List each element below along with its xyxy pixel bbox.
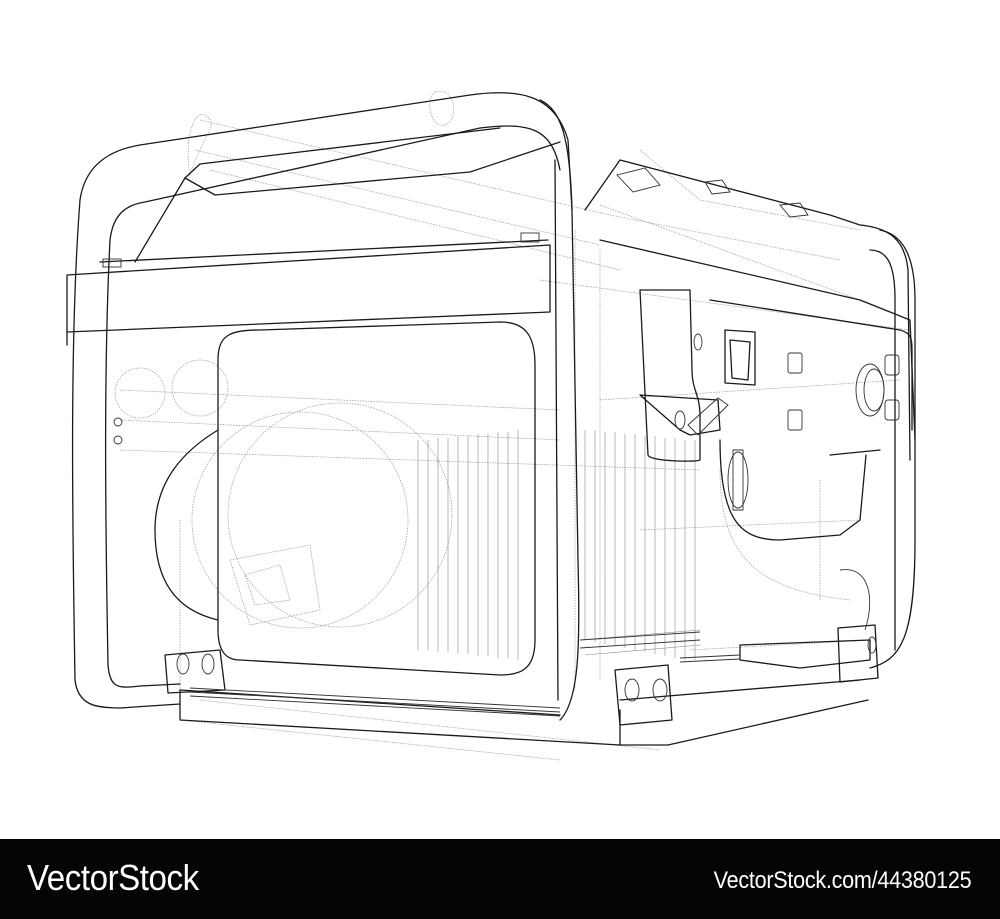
cooling-fins xyxy=(417,430,701,660)
controls-and-fasteners xyxy=(102,167,900,717)
brand-logo-text: VectorStock xyxy=(27,857,199,898)
generator-wireframe-illustration xyxy=(66,90,916,761)
generator-drawing xyxy=(66,90,916,761)
watermark-banner: VectorStock VectorStock.com/44380125 xyxy=(0,839,1000,919)
image-id-url: VectorStock.com/44380125 xyxy=(713,867,971,894)
frame-outlines xyxy=(66,92,916,746)
